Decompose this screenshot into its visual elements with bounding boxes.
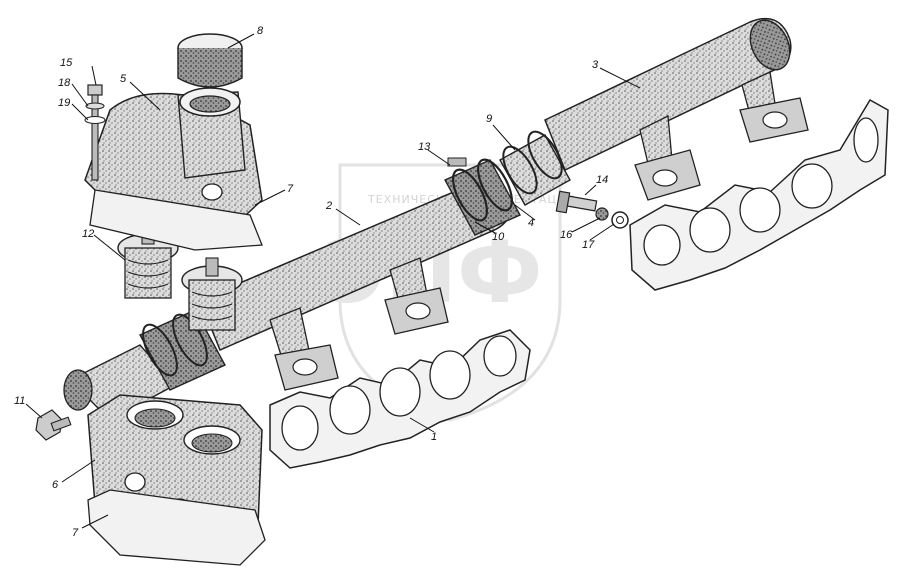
washer-19 (84, 115, 106, 125)
leader-lines (25, 33, 641, 529)
clamp-13 (447, 157, 467, 167)
callout-11: 11 (14, 395, 25, 407)
gasket-7-right (629, 98, 889, 291)
gasket-7-upper (89, 189, 263, 251)
callout-4: 4 (528, 217, 534, 229)
callout-8: 8 (257, 25, 264, 37)
thermostat-second (181, 257, 243, 331)
hose-10 (444, 157, 521, 236)
callout-19: 19 (58, 97, 70, 109)
washer-18 (85, 102, 105, 110)
callout-18: 18 (58, 77, 71, 89)
bolt-11 (35, 409, 72, 441)
callout-3: 3 (592, 59, 599, 71)
callout-5: 5 (120, 73, 127, 85)
gasket-1 (269, 329, 531, 469)
callout-labels: 15 18 19 5 8 7 12 3 9 13 14 4 10 16 17 2… (14, 25, 608, 539)
washer-16 (595, 207, 609, 221)
callout-7-bottom: 7 (72, 527, 79, 539)
callout-12: 12 (82, 228, 94, 240)
callout-17: 17 (582, 239, 595, 251)
callout-14: 14 (596, 174, 608, 186)
bolt-15 (87, 84, 103, 181)
cap-8 (177, 33, 243, 88)
pipe-3 (544, 17, 809, 201)
callout-2: 2 (325, 200, 332, 212)
hose-9 (499, 130, 571, 206)
callout-15: 15 (60, 57, 73, 69)
bolt-14 (555, 190, 598, 214)
callout-9: 9 (486, 113, 492, 125)
gasket-7-bottom (87, 489, 266, 566)
callout-16: 16 (560, 229, 573, 241)
callout-6: 6 (52, 479, 59, 491)
pipe-2 (199, 181, 512, 391)
callout-1: 1 (431, 431, 437, 443)
callout-10: 10 (492, 231, 505, 243)
callout-13: 13 (418, 141, 431, 153)
callout-7-upper: 7 (287, 183, 294, 195)
